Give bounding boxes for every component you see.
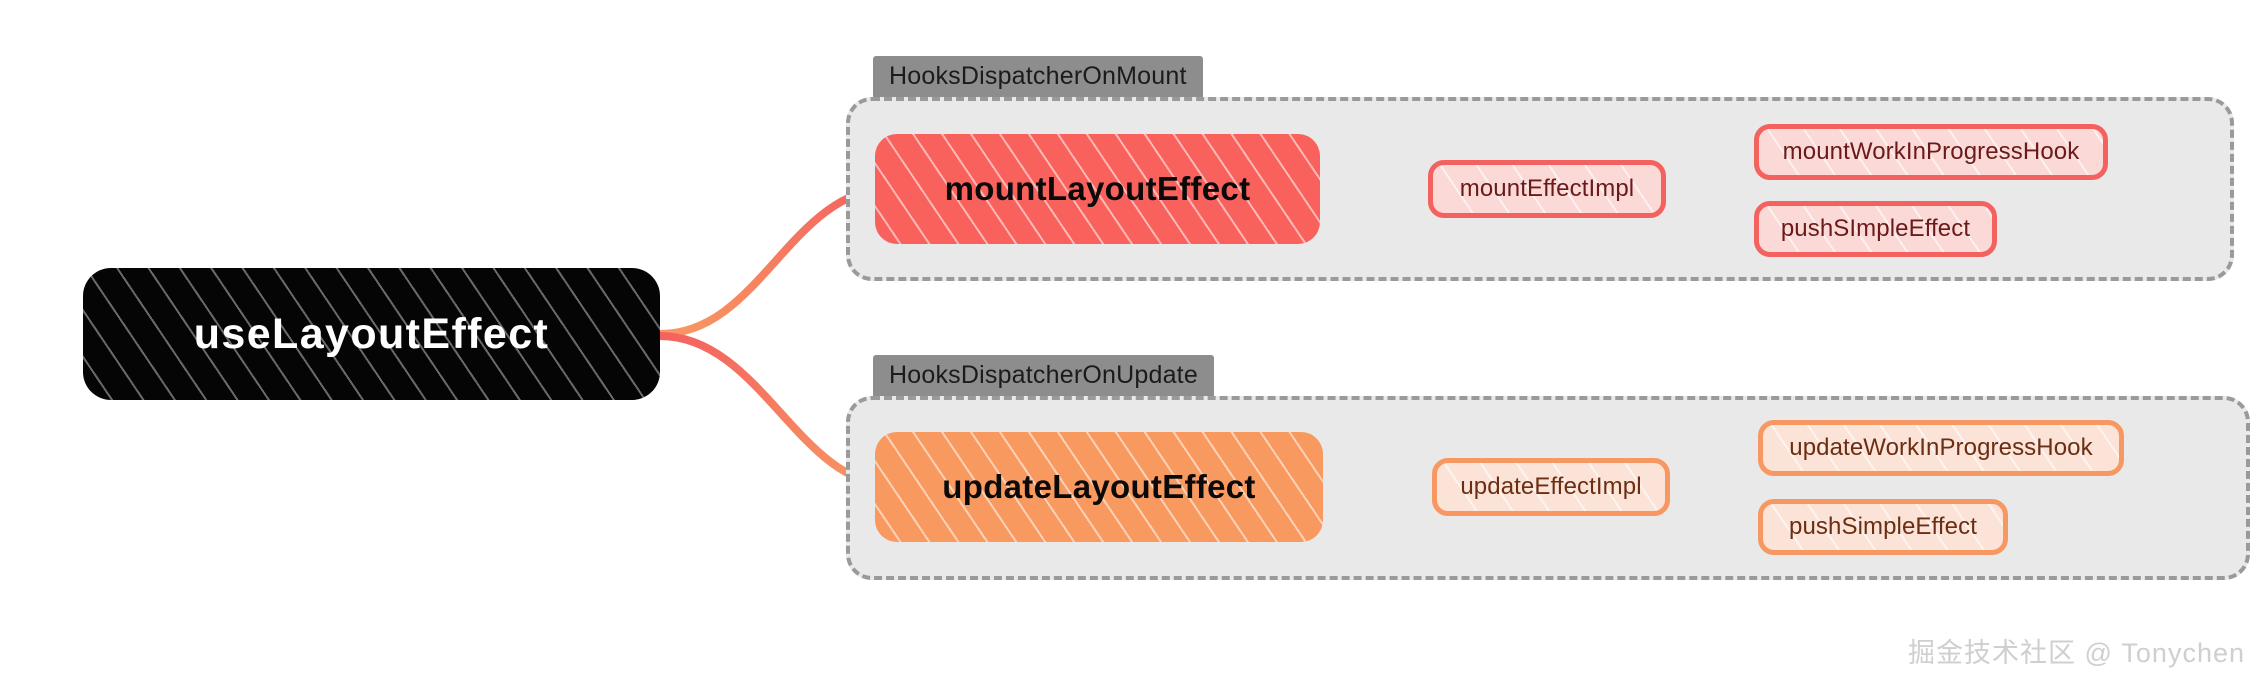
node-mount-work-in-progress-hook-label: mountWorkInProgressHook xyxy=(1782,138,2080,165)
group-tab-update: HooksDispatcherOnUpdate xyxy=(873,355,1214,398)
node-push-simple-effect-update[interactable]: pushSimpleEffect xyxy=(1758,499,2008,555)
node-update-effect-impl[interactable]: updateEffectImpl xyxy=(1432,458,1670,516)
watermark: 掘金技术社区 @ Tonychen xyxy=(1908,631,2245,670)
watermark-text: 掘金技术社区 @ Tonychen xyxy=(1908,638,2245,668)
node-push-simple-effect-update-label: pushSimpleEffect xyxy=(1789,513,1977,540)
node-push-simple-effect-mount[interactable]: pushSImpleEffect xyxy=(1754,201,1997,257)
node-mount-effect-impl-label: mountEffectImpl xyxy=(1459,175,1635,202)
node-update-work-in-progress-hook[interactable]: updateWorkInProgressHook xyxy=(1758,420,2124,476)
group-tab-update-label: HooksDispatcherOnUpdate xyxy=(889,361,1198,389)
node-mount-layout-effect[interactable]: mountLayoutEffect xyxy=(875,134,1320,244)
node-push-simple-effect-mount-label: pushSImpleEffect xyxy=(1780,215,1971,242)
root-node-label: useLayoutEffect xyxy=(193,309,550,358)
node-update-effect-impl-label: updateEffectImpl xyxy=(1460,473,1642,500)
node-mount-work-in-progress-hook[interactable]: mountWorkInProgressHook xyxy=(1754,124,2108,180)
node-mount-effect-impl[interactable]: mountEffectImpl xyxy=(1428,160,1666,218)
root-node-use-layout-effect[interactable]: useLayoutEffect xyxy=(83,268,660,400)
node-mount-layout-effect-label: mountLayoutEffect xyxy=(944,170,1251,207)
node-update-work-in-progress-hook-label: updateWorkInProgressHook xyxy=(1789,434,2093,461)
group-tab-mount: HooksDispatcherOnMount xyxy=(873,56,1203,99)
node-update-layout-effect[interactable]: updateLayoutEffect xyxy=(875,432,1323,542)
group-tab-mount-label: HooksDispatcherOnMount xyxy=(889,62,1187,90)
node-update-layout-effect-label: updateLayoutEffect xyxy=(942,468,1256,505)
